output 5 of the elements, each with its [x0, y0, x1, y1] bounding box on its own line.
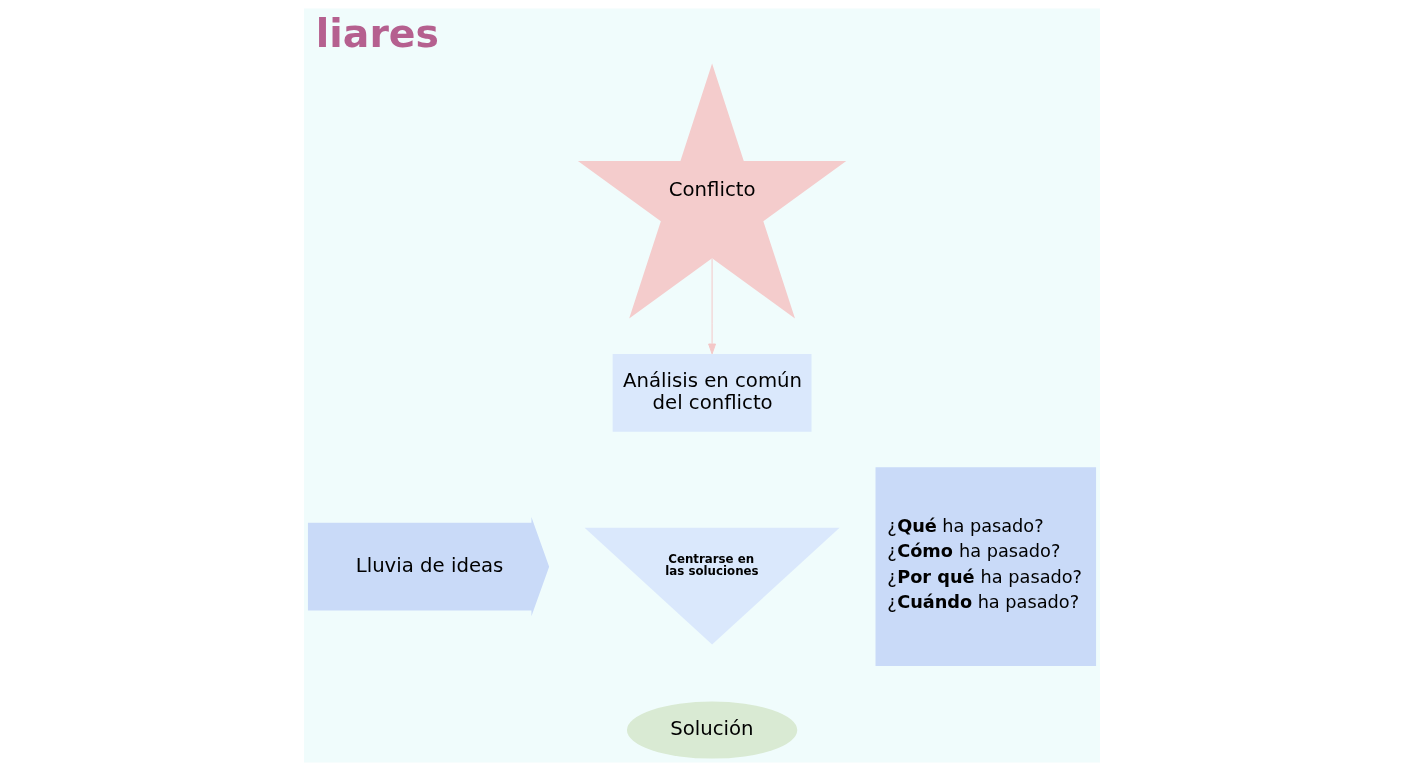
node-ellipse: Solución [626, 701, 797, 759]
node-box: ¿Qué ha pasado? ¿Cómo ha pasado? ¿Por qué ha pasado? ¿Cuándo ha pasado? [875, 467, 1096, 667]
diagram-title: liares [315, 9, 439, 56]
arrow [707, 258, 716, 355]
node-box: Análisis en común del conflicto [612, 353, 812, 432]
